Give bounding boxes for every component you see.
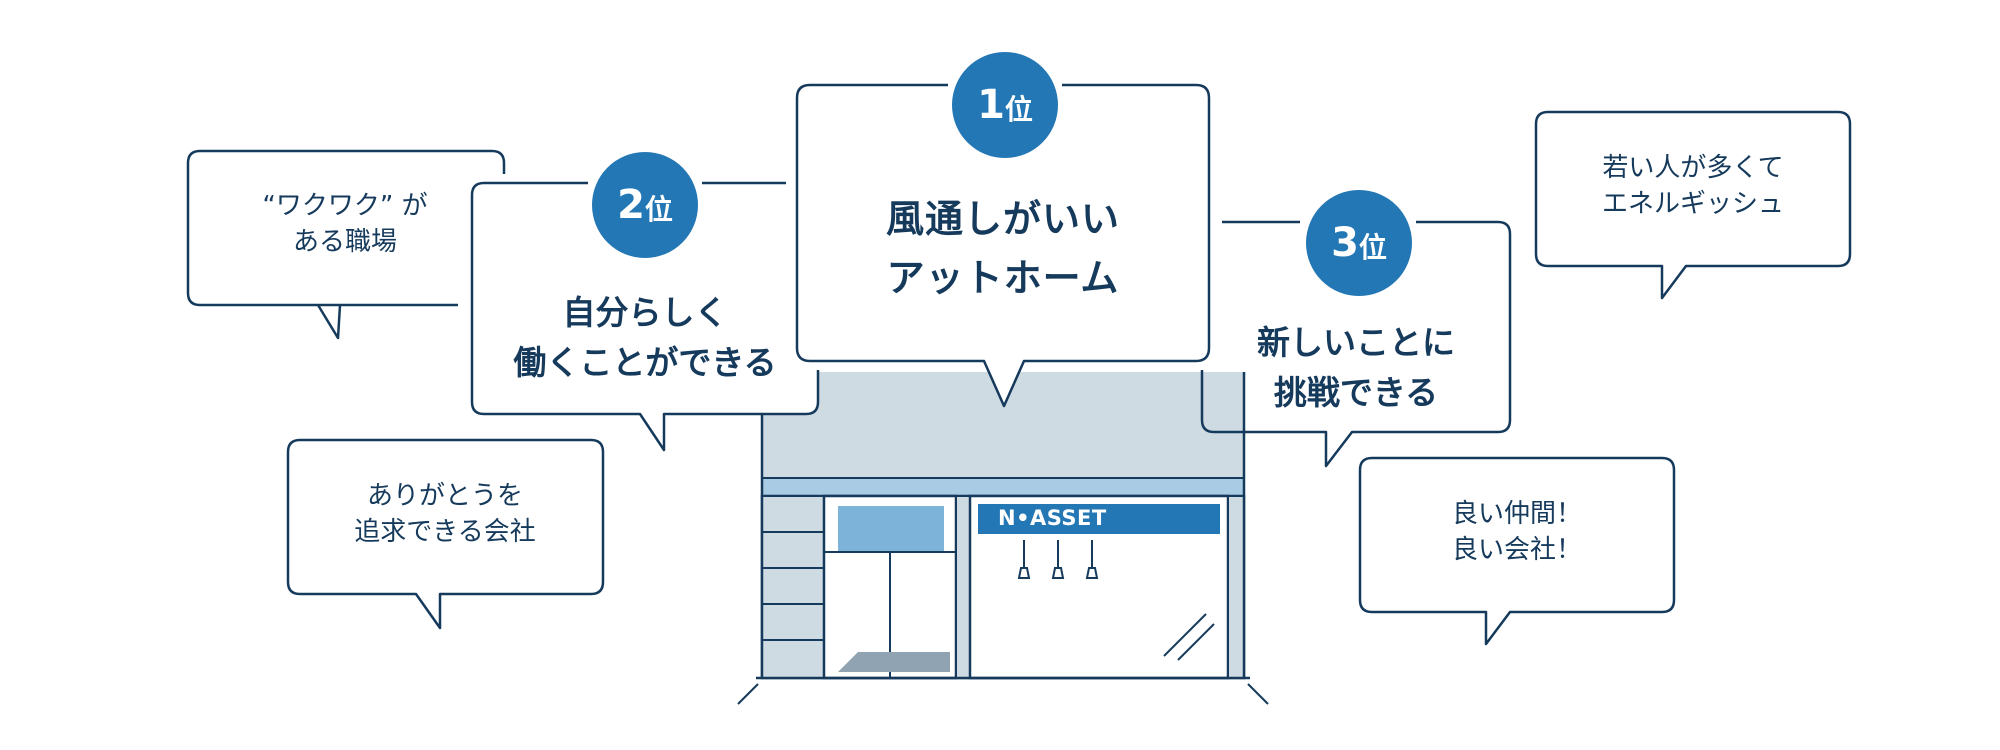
rank3-number: 3 — [1331, 220, 1359, 266]
n-asset-logo: N•ASSET — [998, 506, 1107, 530]
door-window — [838, 506, 944, 552]
comment-bubble-nakama — [1358, 456, 1676, 646]
comment-text-arigatou: ありがとうを 追求できる会社 — [354, 481, 536, 548]
store-awning — [761, 477, 1245, 497]
pillar — [955, 495, 971, 679]
rank3-badge: 3 位 — [1306, 190, 1412, 296]
rank2-badge: 2 位 — [592, 152, 698, 258]
rank2-number: 2 — [617, 182, 645, 228]
comment-bubble-wakai — [1534, 110, 1852, 300]
glass-shine — [1163, 613, 1207, 657]
brick-column — [761, 495, 825, 679]
rank3-bubble — [1200, 220, 1512, 468]
comment-text-waku: “ワクワク” が ある職場 — [262, 191, 428, 258]
rank1-badge: 1 位 — [952, 52, 1058, 158]
rank2-bubble — [470, 181, 820, 452]
comment-bubble-waku — [186, 149, 506, 340]
rank1-number: 1 — [977, 82, 1005, 128]
door-mat — [838, 652, 950, 672]
right-pillar — [1227, 495, 1245, 679]
store-illustration — [737, 372, 1269, 705]
rank1-unit: 位 — [1004, 93, 1033, 126]
comment-text-nakama: 良い仲間！ 良い会社！ — [1451, 499, 1582, 566]
rank2-unit: 位 — [644, 193, 673, 226]
rank3-text: 新しいことに 挑戦できる — [1257, 323, 1455, 412]
rank1-bubble — [795, 83, 1211, 408]
rank3-unit: 位 — [1358, 231, 1387, 264]
pendant-lights — [1017, 540, 1099, 579]
rank1-text: 風通しがいい アットホーム — [885, 197, 1120, 300]
comment-bubble-arigatou — [286, 438, 605, 630]
logo-sign — [978, 504, 1220, 534]
comment-text-wakai: 若い人が多くて エネルギッシュ — [1601, 153, 1784, 220]
rank2-text: 自分らしく 働くことができる — [513, 293, 777, 382]
